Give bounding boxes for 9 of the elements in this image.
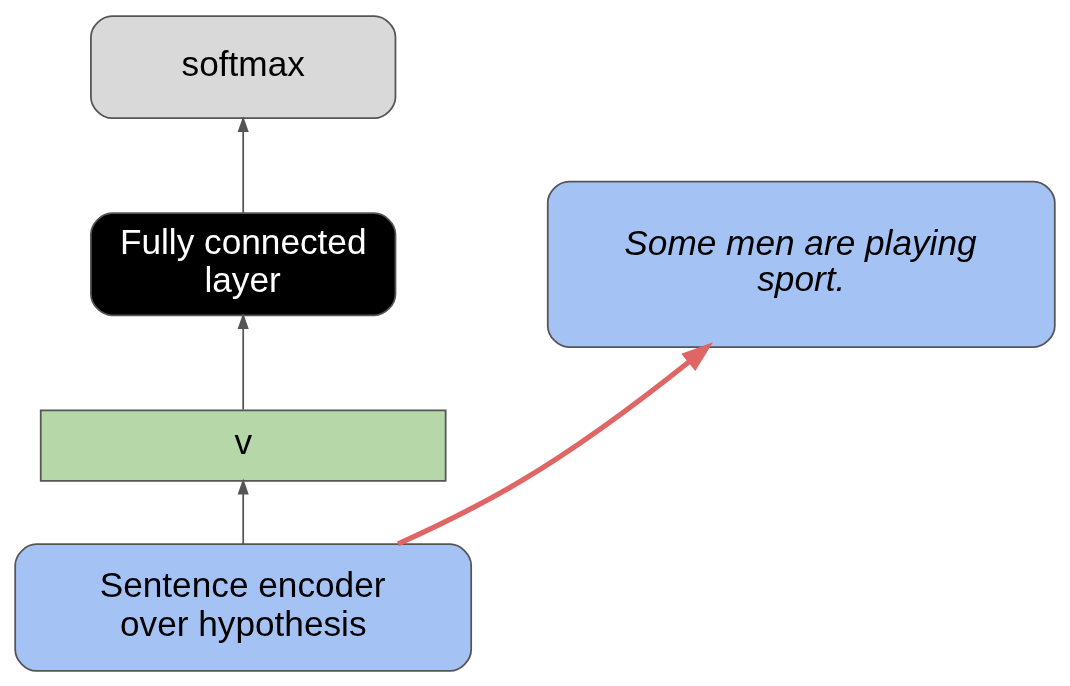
arrow	[396, 341, 713, 546]
node-box: Some men are playing sport.	[546, 180, 1056, 348]
arrow	[237, 478, 249, 545]
node-box: Fully connected layer	[90, 211, 397, 316]
arrow	[237, 115, 249, 214]
arrow	[237, 312, 249, 410]
node-box: softmax	[90, 14, 397, 119]
node-box: Sentence encoder over hypothesis	[14, 542, 473, 672]
node-box: v	[39, 409, 447, 482]
